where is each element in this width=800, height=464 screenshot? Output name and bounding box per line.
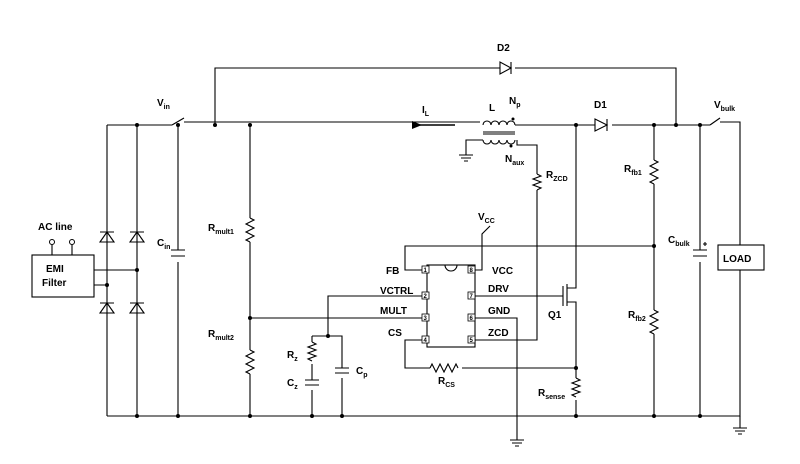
- label-cz: Cz: [287, 378, 298, 391]
- current-arrow-il: [412, 121, 422, 129]
- rfb2-resistor-symbol: [648, 309, 660, 335]
- ic-pin-number-4: 4: [424, 338, 428, 344]
- label-d2: D2: [497, 43, 510, 54]
- rsense-resistor-symbol: [570, 377, 582, 398]
- ic-pin-vcc: VCC: [492, 266, 513, 277]
- label-rmult2: Rmult2: [208, 329, 234, 342]
- label-cbulk: Cbulk: [668, 235, 690, 248]
- diode-d1-symbol: [594, 118, 609, 132]
- rcs-resistor-symbol: [429, 362, 459, 374]
- ac-line-terminal-left: [49, 239, 55, 245]
- rmult2-resistor-symbol: [244, 349, 256, 375]
- rfb1-resistor-symbol: [648, 159, 660, 185]
- ic-notch: [444, 264, 458, 272]
- ac-line-terminal-right: [69, 239, 75, 245]
- rz-resistor-symbol: [306, 341, 318, 362]
- label-rfb1: Rfb1: [624, 164, 642, 177]
- main-ground-icon: [733, 427, 747, 435]
- gnd-pin-ground-icon: [510, 439, 524, 447]
- label-cin: Cin: [157, 238, 170, 251]
- label-rcs: RCS: [438, 376, 455, 389]
- ic-pin-number-6: 6: [470, 316, 474, 322]
- bridge-rectifier-symbol: [98, 231, 146, 314]
- ic-pin-number-8: 8: [470, 268, 474, 274]
- cz-capacitor-symbol: [305, 379, 319, 386]
- label-vcc-top: VCC: [478, 212, 495, 225]
- ic-pin-cs: CS: [388, 328, 402, 339]
- cp-capacitor-symbol: [335, 367, 349, 374]
- rzcd-resistor-symbol: [531, 173, 543, 191]
- cin-capacitor-symbol: [171, 249, 185, 257]
- label-np: Np: [509, 96, 521, 109]
- inductor-ground-icon: [459, 154, 473, 162]
- vin-node-marker: [171, 117, 185, 126]
- load-box: [717, 244, 765, 271]
- ic-pin-number-3: 3: [424, 316, 428, 322]
- label-rzcd: RZCD: [546, 170, 568, 183]
- label-emi-line2: Filter: [42, 278, 67, 289]
- controller-ic: 1 2 3 4 8 7 6 5 FB VCTRL MULT CS VCC DRV…: [380, 264, 513, 348]
- label-load: LOAD: [723, 254, 751, 265]
- boost-inductor-symbol: [482, 117, 516, 148]
- ic-pin-zcd: ZCD: [488, 328, 509, 339]
- label-q1: Q1: [548, 310, 562, 321]
- label-l: L: [489, 103, 495, 114]
- label-cp: Cp: [356, 366, 368, 379]
- label-vin: Vin: [157, 98, 170, 111]
- ic-pin-gnd: GND: [488, 306, 510, 317]
- ic-pin-number-2: 2: [424, 294, 428, 300]
- wiring: [51, 67, 741, 440]
- label-rmult1: Rmult1: [208, 223, 234, 236]
- vbulk-node-marker: [709, 117, 721, 126]
- junction-dots: [105, 123, 702, 418]
- ic-pin-mult: MULT: [380, 306, 407, 317]
- mosfet-q1-symbol: [562, 284, 577, 306]
- label-ac-line: AC line: [38, 222, 73, 233]
- rmult1-resistor-symbol: [244, 217, 256, 243]
- diode-d2-symbol: [499, 61, 513, 75]
- label-rz: Rz: [287, 350, 298, 363]
- label-il: IL: [422, 105, 430, 118]
- label-vbulk: Vbulk: [714, 100, 735, 113]
- cbulk-capacitor-symbol: [693, 242, 707, 257]
- label-rsense: Rsense: [538, 388, 565, 401]
- ic-pin-number-5: 5: [470, 338, 474, 344]
- label-d1: D1: [594, 100, 607, 111]
- label-rfb2: Rfb2: [628, 310, 646, 323]
- ic-pin-number-7: 7: [470, 294, 474, 300]
- ic-pin-vctrl: VCTRL: [380, 286, 413, 297]
- ic-pin-drv: DRV: [488, 284, 509, 295]
- ic-body: [426, 264, 476, 348]
- label-naux: Naux: [505, 154, 524, 167]
- emi-filter-box: [31, 254, 95, 298]
- ic-pin-number-1: 1: [424, 268, 428, 274]
- label-emi-line1: EMI: [46, 264, 64, 275]
- ic-pin-fb: FB: [386, 266, 399, 277]
